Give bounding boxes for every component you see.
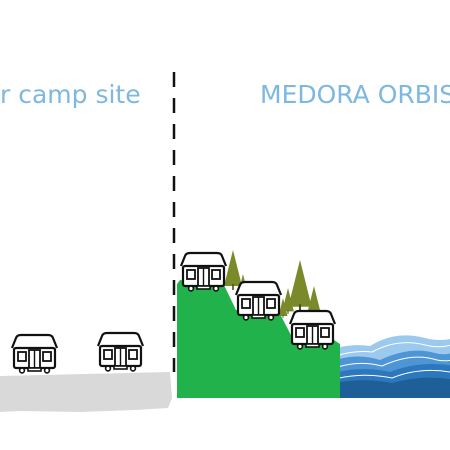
cabin-icon: [179, 251, 228, 292]
cabin-icon: [288, 309, 337, 350]
cabin-icon: [96, 331, 145, 372]
water-waves: [337, 335, 450, 398]
cabin-icon: [234, 280, 283, 321]
green-hillside: [177, 280, 340, 398]
right-section-label: MEDORA ORBIS: [260, 80, 450, 109]
left-section-label: r camp sites: [0, 80, 140, 109]
gray-ground: [0, 372, 172, 412]
cabin-icon: [10, 333, 59, 374]
